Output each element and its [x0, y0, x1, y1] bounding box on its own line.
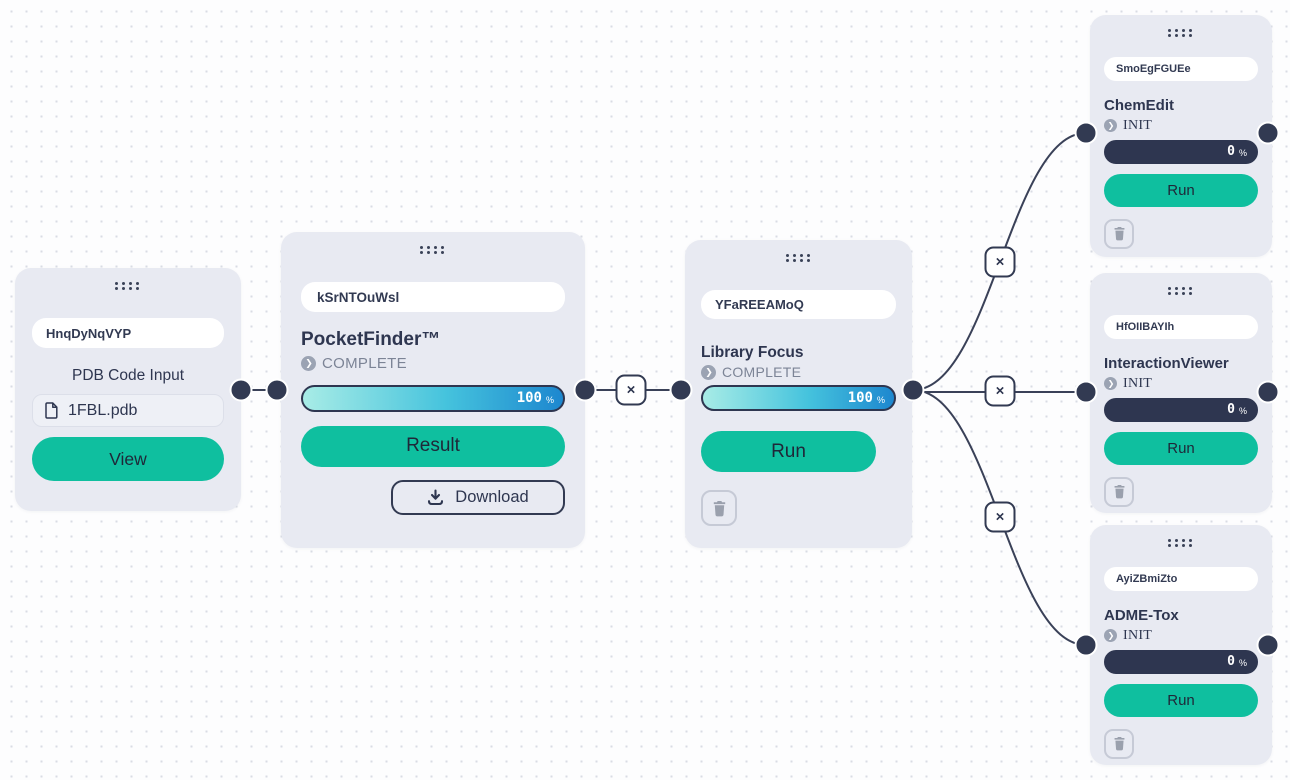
port-output-library-focus[interactable]: [901, 378, 925, 402]
progress-value: 0: [1227, 144, 1235, 160]
file-chip[interactable]: 1FBL.pdb: [32, 394, 224, 427]
node-name-input[interactable]: [1104, 315, 1258, 339]
node-adme-tox[interactable]: ADME-Tox ❯ INIT 0 % Run: [1090, 525, 1272, 765]
node-interactionviewer[interactable]: InteractionViewer ❯ INIT 0 % Run: [1090, 273, 1272, 513]
progress-unit: %: [1238, 148, 1247, 159]
status-text: INIT: [1123, 117, 1153, 133]
status-chevron-icon: ❯: [1104, 629, 1117, 643]
port-output-pdb[interactable]: [229, 378, 253, 402]
node-title: ADME-Tox: [1104, 607, 1179, 624]
drag-handle-icon[interactable]: [785, 254, 812, 262]
progress-value: 0: [1227, 654, 1235, 670]
status-text: INIT: [1123, 627, 1153, 643]
delete-node-button[interactable]: [701, 490, 737, 527]
delete-node-button[interactable]: [1104, 728, 1134, 759]
drag-handle-icon[interactable]: [1168, 539, 1194, 547]
delete-node-button[interactable]: [1104, 476, 1134, 507]
progress-value: 100: [847, 390, 873, 407]
status-chevron-icon: ❯: [1104, 119, 1117, 133]
progress-value: 100: [516, 390, 542, 407]
status-row: ❯ COMPLETE: [701, 364, 896, 380]
edge-remove-button[interactable]: ×: [984, 375, 1016, 407]
progress-bar: 0 %: [1104, 649, 1258, 674]
trash-icon: [1114, 485, 1124, 499]
node-chemedit[interactable]: ChemEdit ❯ INIT 0 % Run: [1090, 15, 1272, 257]
node-type-label: PDB Code Input: [71, 367, 184, 384]
node-title: Library Focus: [701, 344, 804, 361]
node-pdb-code-input[interactable]: PDB Code Input 1FBL.pdb View: [15, 268, 241, 511]
port-output-interactionviewer[interactable]: [1256, 380, 1280, 404]
status-row: ❯ INIT: [1104, 628, 1258, 644]
status-chevron-icon: ❯: [301, 355, 316, 371]
progress-unit: %: [545, 394, 554, 405]
status-row: ❯ INIT: [1104, 118, 1258, 134]
status-text: INIT: [1123, 375, 1153, 391]
status-chevron-icon: ❯: [1104, 377, 1117, 391]
node-name-input[interactable]: [1104, 567, 1258, 591]
status-text: COMPLETE: [322, 354, 407, 372]
progress-bar: 0 %: [1104, 397, 1258, 422]
port-output-pocketfinder[interactable]: [573, 378, 597, 402]
view-button[interactable]: View: [32, 437, 224, 481]
trash-icon: [1114, 227, 1124, 241]
node-library-focus[interactable]: Library Focus ❯ COMPLETE 100 % Run: [685, 240, 912, 548]
node-title: ChemEdit: [1104, 97, 1175, 114]
progress-unit: %: [1238, 658, 1247, 669]
status-chevron-icon: ❯: [701, 364, 716, 380]
file-name: 1FBL.pdb: [68, 401, 138, 419]
result-button[interactable]: Result: [301, 425, 565, 467]
port-input-interactionviewer[interactable]: [1074, 380, 1098, 404]
node-name-input[interactable]: [301, 282, 565, 312]
port-output-adme-tox[interactable]: [1256, 633, 1280, 657]
node-pocketfinder[interactable]: PocketFinder™ ❯ COMPLETE 100 % Result Do…: [281, 232, 585, 548]
drag-handle-icon[interactable]: [420, 246, 446, 254]
run-button[interactable]: Run: [1104, 431, 1258, 465]
download-button[interactable]: Download: [391, 479, 565, 515]
port-input-library-focus[interactable]: [669, 378, 693, 402]
edge-remove-button[interactable]: ×: [984, 246, 1016, 278]
port-input-pocketfinder[interactable]: [265, 378, 289, 402]
run-button[interactable]: Run: [701, 431, 876, 473]
drag-handle-icon[interactable]: [1168, 29, 1194, 37]
run-button[interactable]: Run: [1104, 683, 1258, 717]
progress-bar: 0 %: [1104, 139, 1258, 164]
port-output-chemedit[interactable]: [1256, 121, 1280, 145]
edge-remove-button[interactable]: ×: [615, 374, 647, 406]
node-name-input[interactable]: [32, 318, 224, 348]
edge-remove-button[interactable]: ×: [984, 501, 1016, 533]
status-row: ❯ COMPLETE: [301, 355, 565, 372]
progress-unit: %: [1238, 406, 1247, 417]
progress-unit: %: [876, 394, 885, 405]
document-icon: [45, 402, 58, 419]
progress-bar: 100 %: [701, 385, 896, 412]
trash-icon: [713, 500, 725, 517]
progress-value: 0: [1227, 402, 1235, 418]
node-title: PocketFinder™: [301, 329, 441, 350]
status-row: ❯ INIT: [1104, 376, 1258, 392]
status-text: COMPLETE: [722, 364, 802, 381]
run-button[interactable]: Run: [1104, 173, 1258, 207]
node-title: InteractionViewer: [1104, 355, 1229, 372]
drag-handle-icon[interactable]: [1168, 287, 1194, 295]
download-icon: [428, 489, 444, 505]
port-input-adme-tox[interactable]: [1074, 633, 1098, 657]
trash-icon: [1114, 737, 1124, 751]
port-input-chemedit[interactable]: [1074, 121, 1098, 145]
drag-handle-icon[interactable]: [115, 282, 141, 290]
progress-bar: 100 %: [301, 384, 565, 412]
delete-node-button[interactable]: [1104, 218, 1134, 249]
node-name-input[interactable]: [701, 290, 896, 319]
node-name-input[interactable]: [1104, 57, 1258, 81]
download-label: Download: [455, 487, 529, 506]
